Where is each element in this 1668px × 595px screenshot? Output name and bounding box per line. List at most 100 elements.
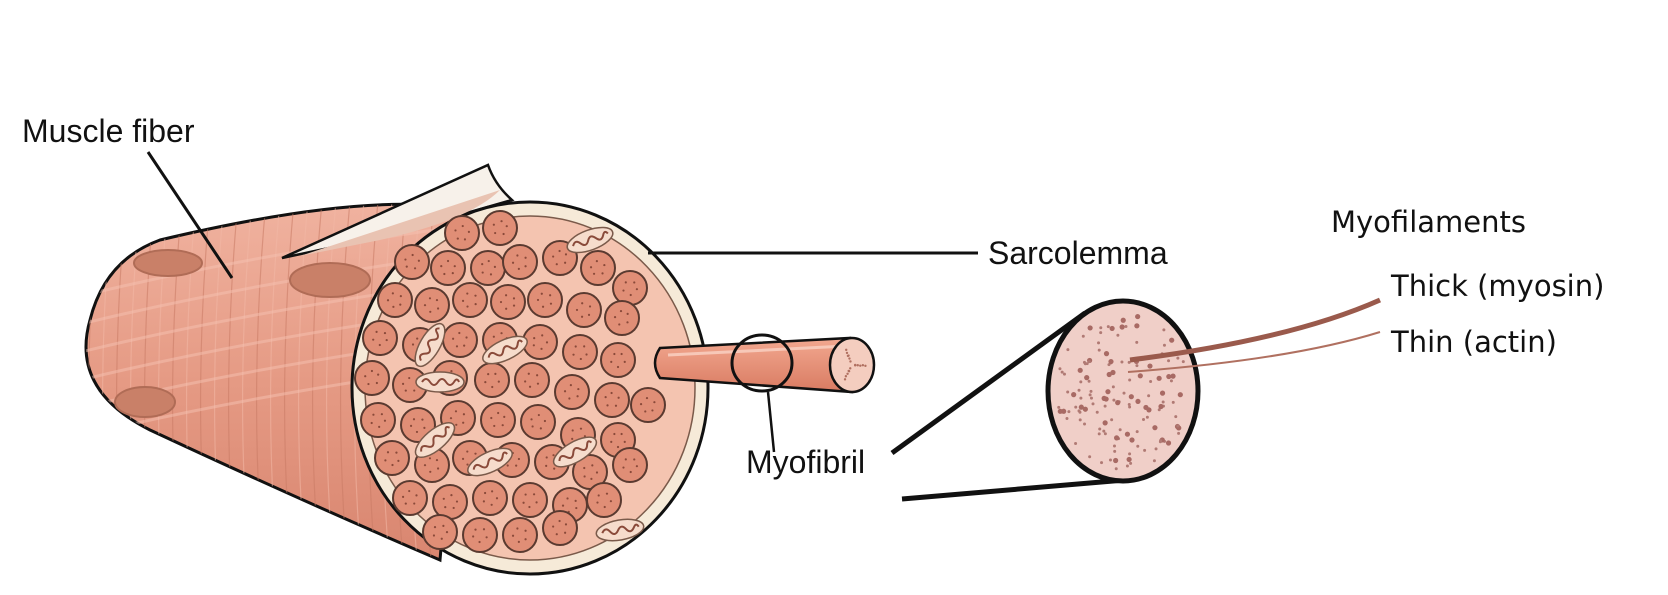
myofibril-dot [446, 259, 450, 263]
myofibril-circle [594, 382, 630, 418]
myofibril-dot [375, 330, 378, 333]
myofibril-dot [472, 535, 475, 538]
myofibril-dot [505, 307, 508, 310]
myofibril-circle [612, 447, 648, 483]
myofibril-dot [500, 220, 503, 223]
myofibril-dot [474, 528, 477, 531]
myofilament-dot [1136, 444, 1140, 448]
myofibril-end-dot [844, 375, 848, 378]
myofibril-dot [564, 523, 568, 526]
myofibril-dot [461, 224, 464, 228]
myofilament-dot [1165, 440, 1172, 446]
myofibril-dot [639, 403, 643, 406]
myofibril-dot [503, 415, 506, 418]
myofibril-dot [541, 305, 545, 308]
myofibril-dot [489, 273, 493, 276]
myofilament-dot [1128, 378, 1132, 382]
myofibril-dot [432, 534, 436, 537]
myofibril-circle [580, 250, 616, 286]
myofibril-dot [492, 335, 495, 338]
myofibril-dot [531, 425, 534, 428]
myofibril-dot [372, 338, 375, 341]
myofilament-dot [1099, 331, 1103, 335]
myofibril-circle [522, 324, 558, 360]
myofibril-dot [596, 501, 599, 504]
myofilament-dot [1159, 390, 1166, 396]
myofibril-dot [428, 297, 432, 300]
myofibril-dot [497, 380, 500, 383]
myofibril-dot [517, 457, 521, 461]
myofilament-dot [1116, 333, 1120, 337]
myofibril-dot [574, 345, 577, 348]
myofilament-dot [1126, 456, 1132, 463]
myofibril-dot [444, 506, 447, 509]
myofibril-dot [367, 382, 370, 386]
myofilament-dot [1091, 402, 1095, 406]
myofibril-dot [481, 262, 484, 266]
myofibril-dot [423, 464, 427, 467]
mitochondrion [482, 335, 528, 365]
myofibril-dot [651, 409, 654, 412]
myofibril-dot [609, 500, 613, 503]
myofibril-dot [501, 424, 504, 427]
myofibril-dot [490, 503, 493, 506]
myofibril-dot [580, 315, 584, 318]
myofibril-dot [574, 499, 577, 502]
myofibril-dot [624, 281, 627, 284]
myofilament-dot [1118, 428, 1122, 432]
myofibril-dot [491, 385, 494, 389]
myofibril-dot [532, 493, 536, 496]
myofibril-dot [456, 237, 459, 240]
myofibril-dot [564, 261, 567, 264]
myofibril-end-dot [846, 372, 849, 375]
myofibril-dot [383, 331, 387, 335]
myofibril-circle [360, 402, 396, 438]
myofibril-dot [385, 338, 388, 342]
myofilament-dot [1078, 418, 1082, 422]
myofibril-dot [493, 424, 496, 428]
myofilament-dot [1067, 410, 1071, 414]
myofilament-dot [1058, 367, 1062, 371]
myofibril-dot [595, 259, 598, 263]
mitochondrion [414, 422, 456, 458]
myofibril-dot [575, 308, 579, 312]
myofibril-dot [524, 538, 527, 541]
myofilament-dot [1143, 448, 1147, 452]
myofibril-dot [552, 525, 555, 528]
mitochondrion-cristae [472, 451, 508, 470]
myofilament-dot [1122, 391, 1126, 395]
myofibril-dot [375, 381, 378, 385]
myofibril-dot [443, 272, 446, 276]
myofibril-dot [458, 331, 461, 335]
myofibril-dot [606, 404, 609, 407]
fiber-band [86, 223, 470, 297]
myofibril-dot [478, 540, 481, 544]
myofibril-dot [378, 425, 381, 428]
myofibril-dot [605, 492, 609, 495]
myofibril-dot [436, 307, 440, 310]
myofibril-dot [517, 267, 520, 271]
myofibril-dot [537, 413, 540, 417]
myofilament-dot [1095, 410, 1099, 414]
myofibril-circle [520, 404, 556, 440]
myofilament-dot [1087, 325, 1093, 331]
myofibril-dot [555, 533, 558, 536]
myofilament-dot [1060, 370, 1064, 374]
myofibril-end-dot [859, 364, 862, 367]
myofibril-dot [555, 263, 558, 266]
myofibril-dot [364, 375, 367, 378]
myofibril-dot [590, 477, 593, 480]
myofibril-dot [613, 316, 617, 319]
myofibril-dot [549, 302, 553, 305]
myofibril-dot [571, 429, 574, 432]
myofibril-dot [421, 418, 424, 421]
myofilament-dot [1119, 324, 1125, 330]
myofilament-dot [1129, 461, 1133, 465]
myofibril-dot [616, 445, 620, 449]
myofibril-dot [585, 353, 588, 356]
zoom-line-upper [890, 310, 1087, 456]
myofilament-dot [1157, 408, 1161, 412]
myofibril-dot [629, 293, 632, 297]
myofilament-dot [1152, 459, 1156, 463]
myofibril-dot [527, 372, 530, 375]
